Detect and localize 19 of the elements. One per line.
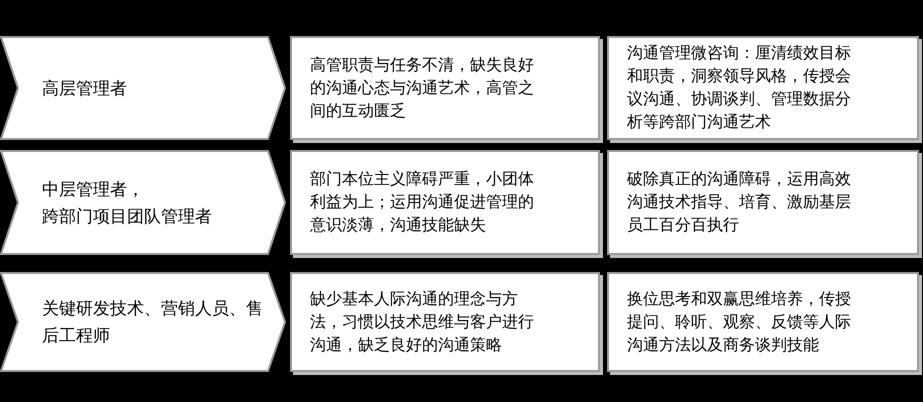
solution-box <box>607 150 919 255</box>
description-text: 高管职责与任务不清，缺失良好的沟通心态与沟通艺术，高管之间的互动匮乏 <box>310 56 535 122</box>
role-label: 高层管理者 <box>42 78 128 100</box>
description-text: 沟通管理微咨询：厘清绩效目标和职责，洞察领导风格，传授会议沟通、协调谈判、管理数据分析等跨部门沟通艺术 <box>627 44 852 133</box>
solution-box <box>607 36 919 140</box>
description-text: 缺少基本人际沟通的理念与方法，习惯以技术思维与客户进行沟通，缺乏良好的沟通策略 <box>310 290 535 356</box>
chevron-shape <box>0 272 286 372</box>
description-text: 破除真正的沟通障碍，运用高效沟通技术指导、培育、激励基层员工百分百执行 <box>627 170 852 236</box>
problem-box <box>290 150 600 255</box>
problem-box <box>290 272 600 372</box>
role-label: 跨部门项目团队管理者 <box>42 206 213 228</box>
description-text: 换位思考和双赢思维培养，传授提问、聆听、观察、反馈等人际沟通方法以及商务谈判技能 <box>627 290 852 356</box>
role-label: 关键研发技术、营销人员、售后工程师 <box>42 298 264 347</box>
chevron-shape <box>0 150 286 255</box>
problem-box <box>290 36 600 140</box>
description-text: 部门本位主义障碍严重，小团体利益为上；运用沟通促进管理的意识淡薄，沟通技能缺失 <box>310 170 535 236</box>
role-label: 中层管理者， <box>42 178 145 200</box>
chevron-shape <box>0 36 286 140</box>
solution-box <box>607 272 919 372</box>
